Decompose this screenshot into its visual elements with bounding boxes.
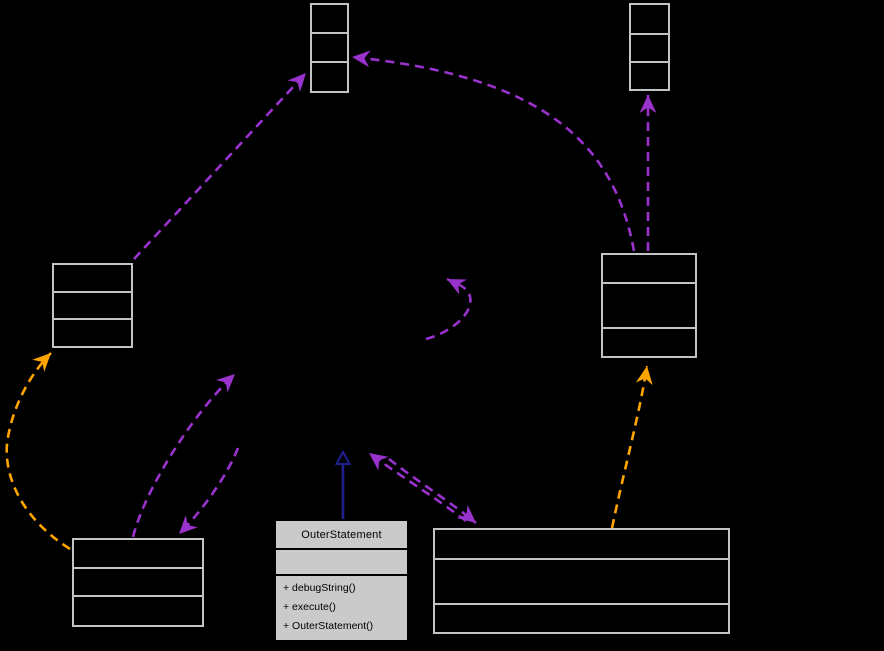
compartment bbox=[312, 61, 347, 91]
attributes-compartment bbox=[276, 548, 407, 574]
compartment bbox=[435, 558, 728, 603]
compartment bbox=[435, 530, 728, 558]
usage-edge-leftbox-to-topcenter bbox=[133, 72, 307, 260]
template-edge-to-rightbox bbox=[610, 365, 653, 529]
method-item: + OuterStatement() bbox=[283, 620, 374, 632]
compartment bbox=[631, 61, 668, 89]
template-edge-to-leftbox bbox=[5, 352, 71, 551]
compartment bbox=[74, 595, 202, 625]
usage-edge-down-to-bottomright bbox=[388, 457, 477, 524]
class-title: OuterStatement bbox=[301, 528, 382, 541]
compartment bbox=[74, 567, 202, 595]
usage-edge-bottomright-up bbox=[368, 451, 467, 523]
method-item: + execute() bbox=[283, 601, 336, 613]
class-node-top-center[interactable] bbox=[310, 3, 349, 93]
compartment bbox=[603, 327, 695, 356]
class-node-right[interactable] bbox=[601, 253, 697, 358]
usage-edge-self-loop bbox=[425, 277, 472, 341]
class-node-bottom-right[interactable] bbox=[433, 528, 730, 634]
compartment bbox=[603, 255, 695, 282]
class-node-bottom-left[interactable] bbox=[72, 538, 204, 627]
compartment bbox=[74, 540, 202, 567]
class-node-left[interactable] bbox=[52, 263, 133, 348]
compartment bbox=[54, 265, 131, 291]
usage-edge-bottomleft-up bbox=[131, 373, 236, 538]
compartment bbox=[631, 5, 668, 33]
compartment bbox=[312, 5, 347, 32]
usage-edge-rightbox-to-topcenter bbox=[351, 50, 636, 252]
compartment bbox=[312, 32, 347, 61]
method-item: + debugString() bbox=[283, 582, 356, 594]
compartment bbox=[54, 318, 131, 346]
class-node-top-right[interactable] bbox=[629, 3, 670, 91]
compartment bbox=[603, 282, 695, 327]
compartment bbox=[54, 291, 131, 318]
compartment bbox=[435, 603, 728, 632]
methods-compartment: + debugString() + execute() + OuterState… bbox=[276, 574, 407, 640]
class-node-outerstatement[interactable]: OuterStatement + debugString() + execute… bbox=[274, 519, 409, 642]
usage-edge-down-to-bottomleft bbox=[178, 447, 240, 535]
compartment bbox=[631, 33, 668, 61]
